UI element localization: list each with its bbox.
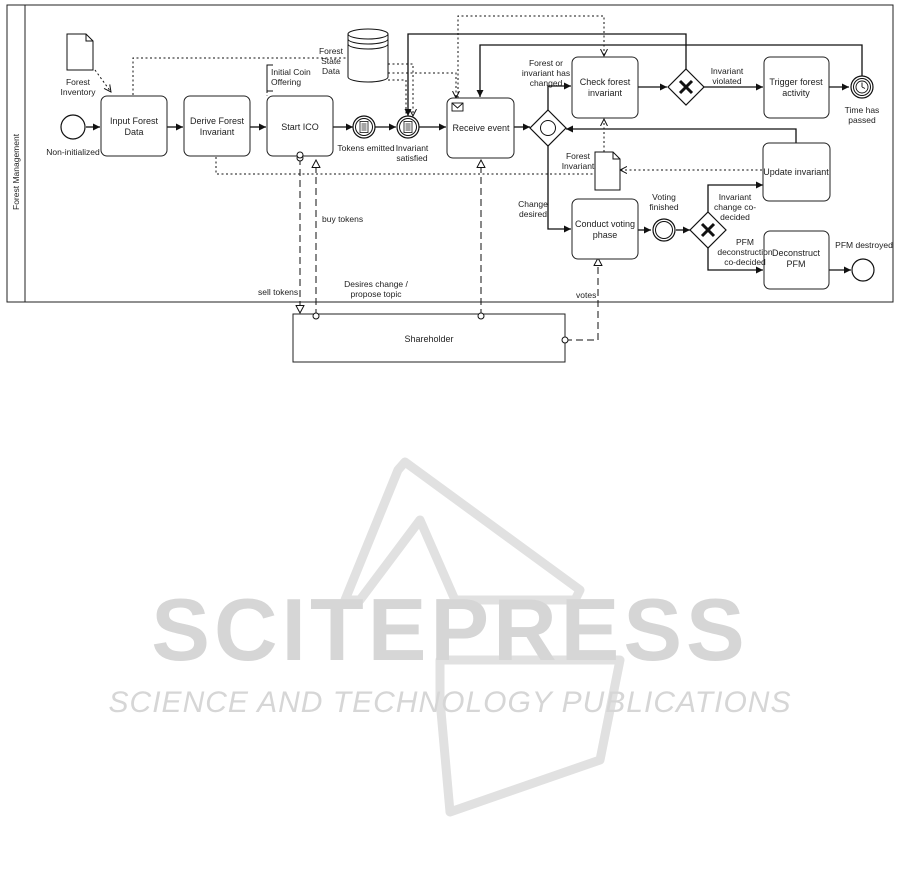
- task-label: activity: [782, 88, 810, 98]
- message-flows: [300, 158, 598, 340]
- task-label: Start ICO: [281, 122, 319, 132]
- document-icon: [359, 121, 369, 133]
- task-label: PFM: [787, 259, 806, 269]
- data-associations: [94, 15, 762, 175]
- task-receive-event[interactable]: Receive event: [446, 97, 515, 159]
- event-label: Non-initialized: [46, 147, 100, 157]
- message-label: buy tokens: [322, 214, 363, 224]
- envelope-icon: [451, 102, 464, 112]
- data-store-forest-state[interactable]: [347, 28, 389, 83]
- task-label: Receive event: [452, 123, 510, 133]
- x-icon: [678, 79, 694, 95]
- gateway-exclusive-voting[interactable]: [689, 211, 727, 249]
- task-label: Conduct voting: [575, 219, 635, 229]
- task-label: phase: [593, 230, 618, 240]
- event-invariant-satisfied[interactable]: [396, 115, 420, 139]
- gateway-exclusive-invariant[interactable]: [667, 68, 705, 106]
- event-voting-finished[interactable]: [652, 218, 676, 242]
- text-annotation-ico: [266, 64, 273, 96]
- message-label: votes: [576, 290, 596, 300]
- pool-lane-label: Forest Management: [11, 133, 21, 210]
- task-label: Deconstruct: [772, 248, 821, 258]
- task-label: Derive Forest: [190, 116, 245, 126]
- task-label: Invariant: [200, 127, 235, 137]
- x-icon: [700, 222, 716, 238]
- message-label: sell tokens: [258, 287, 298, 297]
- event-time-has-passed[interactable]: [850, 75, 874, 99]
- watermark-title: SCITEPRESS: [151, 580, 748, 679]
- sequence-flows: [86, 33, 863, 274]
- message-marker-start-ico: [296, 151, 304, 159]
- pool-forest-management: [6, 4, 894, 303]
- watermark-subtitle: SCIENCE AND TECHNOLOGY PUBLICATIONS: [109, 686, 792, 719]
- event-tokens-emitted[interactable]: [352, 115, 376, 139]
- end-event-pfm-destroyed[interactable]: [851, 258, 875, 282]
- start-event-non-initialized[interactable]: [60, 114, 86, 140]
- task-label: invariant: [588, 88, 623, 98]
- task-label: Input Forest: [110, 116, 159, 126]
- gateway-event-based[interactable]: [529, 109, 567, 147]
- message-label: Desires change /propose topic: [344, 279, 408, 299]
- data-object-forest-inventory[interactable]: [66, 33, 94, 71]
- document-icon: [403, 121, 413, 133]
- event-label: PFM destroyed: [835, 240, 893, 250]
- task-update-invariant[interactable]: Update invariant: [762, 142, 831, 202]
- task-label: Data: [124, 127, 143, 137]
- task-label: Update invariant: [763, 167, 829, 177]
- task-label: Trigger forest: [769, 77, 823, 87]
- shareholder-label: Shareholder: [404, 334, 453, 344]
- data-object-forest-invariant[interactable]: [594, 151, 621, 191]
- watermark-logo-shape: [340, 457, 625, 817]
- task-label: Check forest: [580, 77, 631, 87]
- shareholder-participant: [292, 313, 566, 363]
- event-label: Tokens emitted: [337, 143, 394, 153]
